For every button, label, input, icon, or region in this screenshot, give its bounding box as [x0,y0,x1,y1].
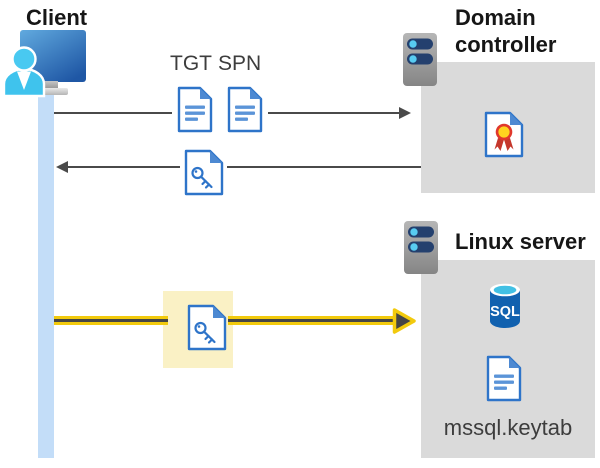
highlighted-key-document-icon [187,304,227,351]
client-to-linux-arrowhead-icon [392,308,416,334]
client-to-linux-arrow-segment [54,316,168,325]
client-to-linux-arrow-segment [228,316,394,325]
keytab-document-icon [486,355,522,402]
client-title: Client [26,5,88,30]
key-document-icon [184,149,224,196]
client-to-dc-arrow-segment [54,112,172,114]
linux-server-title: Linux server [455,229,586,254]
user-icon [2,46,46,98]
dc-to-client-arrowhead-icon [56,161,68,173]
dc-to-client-arrow-segment [227,166,421,168]
linux-server-icon [404,221,438,274]
client-timeline-bar [38,84,54,458]
tgt-label: TGT [170,52,212,75]
sql-text: SQL [490,304,520,320]
client-to-dc-arrow-segment [268,112,400,114]
keytab-label: mssql.keytab [443,415,573,440]
spn-document-icon [227,86,263,133]
monitor-icon [20,30,86,82]
domain-controller-title: Domain controller [455,5,557,57]
spn-label: SPN [218,52,262,75]
dc-to-client-arrow-segment [66,166,180,168]
client-to-dc-arrowhead-icon [399,107,411,119]
tgt-document-icon [177,86,213,133]
domain-controller-server-icon [403,33,437,86]
client-workstation-icon [2,30,86,98]
certificate-icon [484,111,524,158]
sql-database-icon: SQL [490,283,520,328]
